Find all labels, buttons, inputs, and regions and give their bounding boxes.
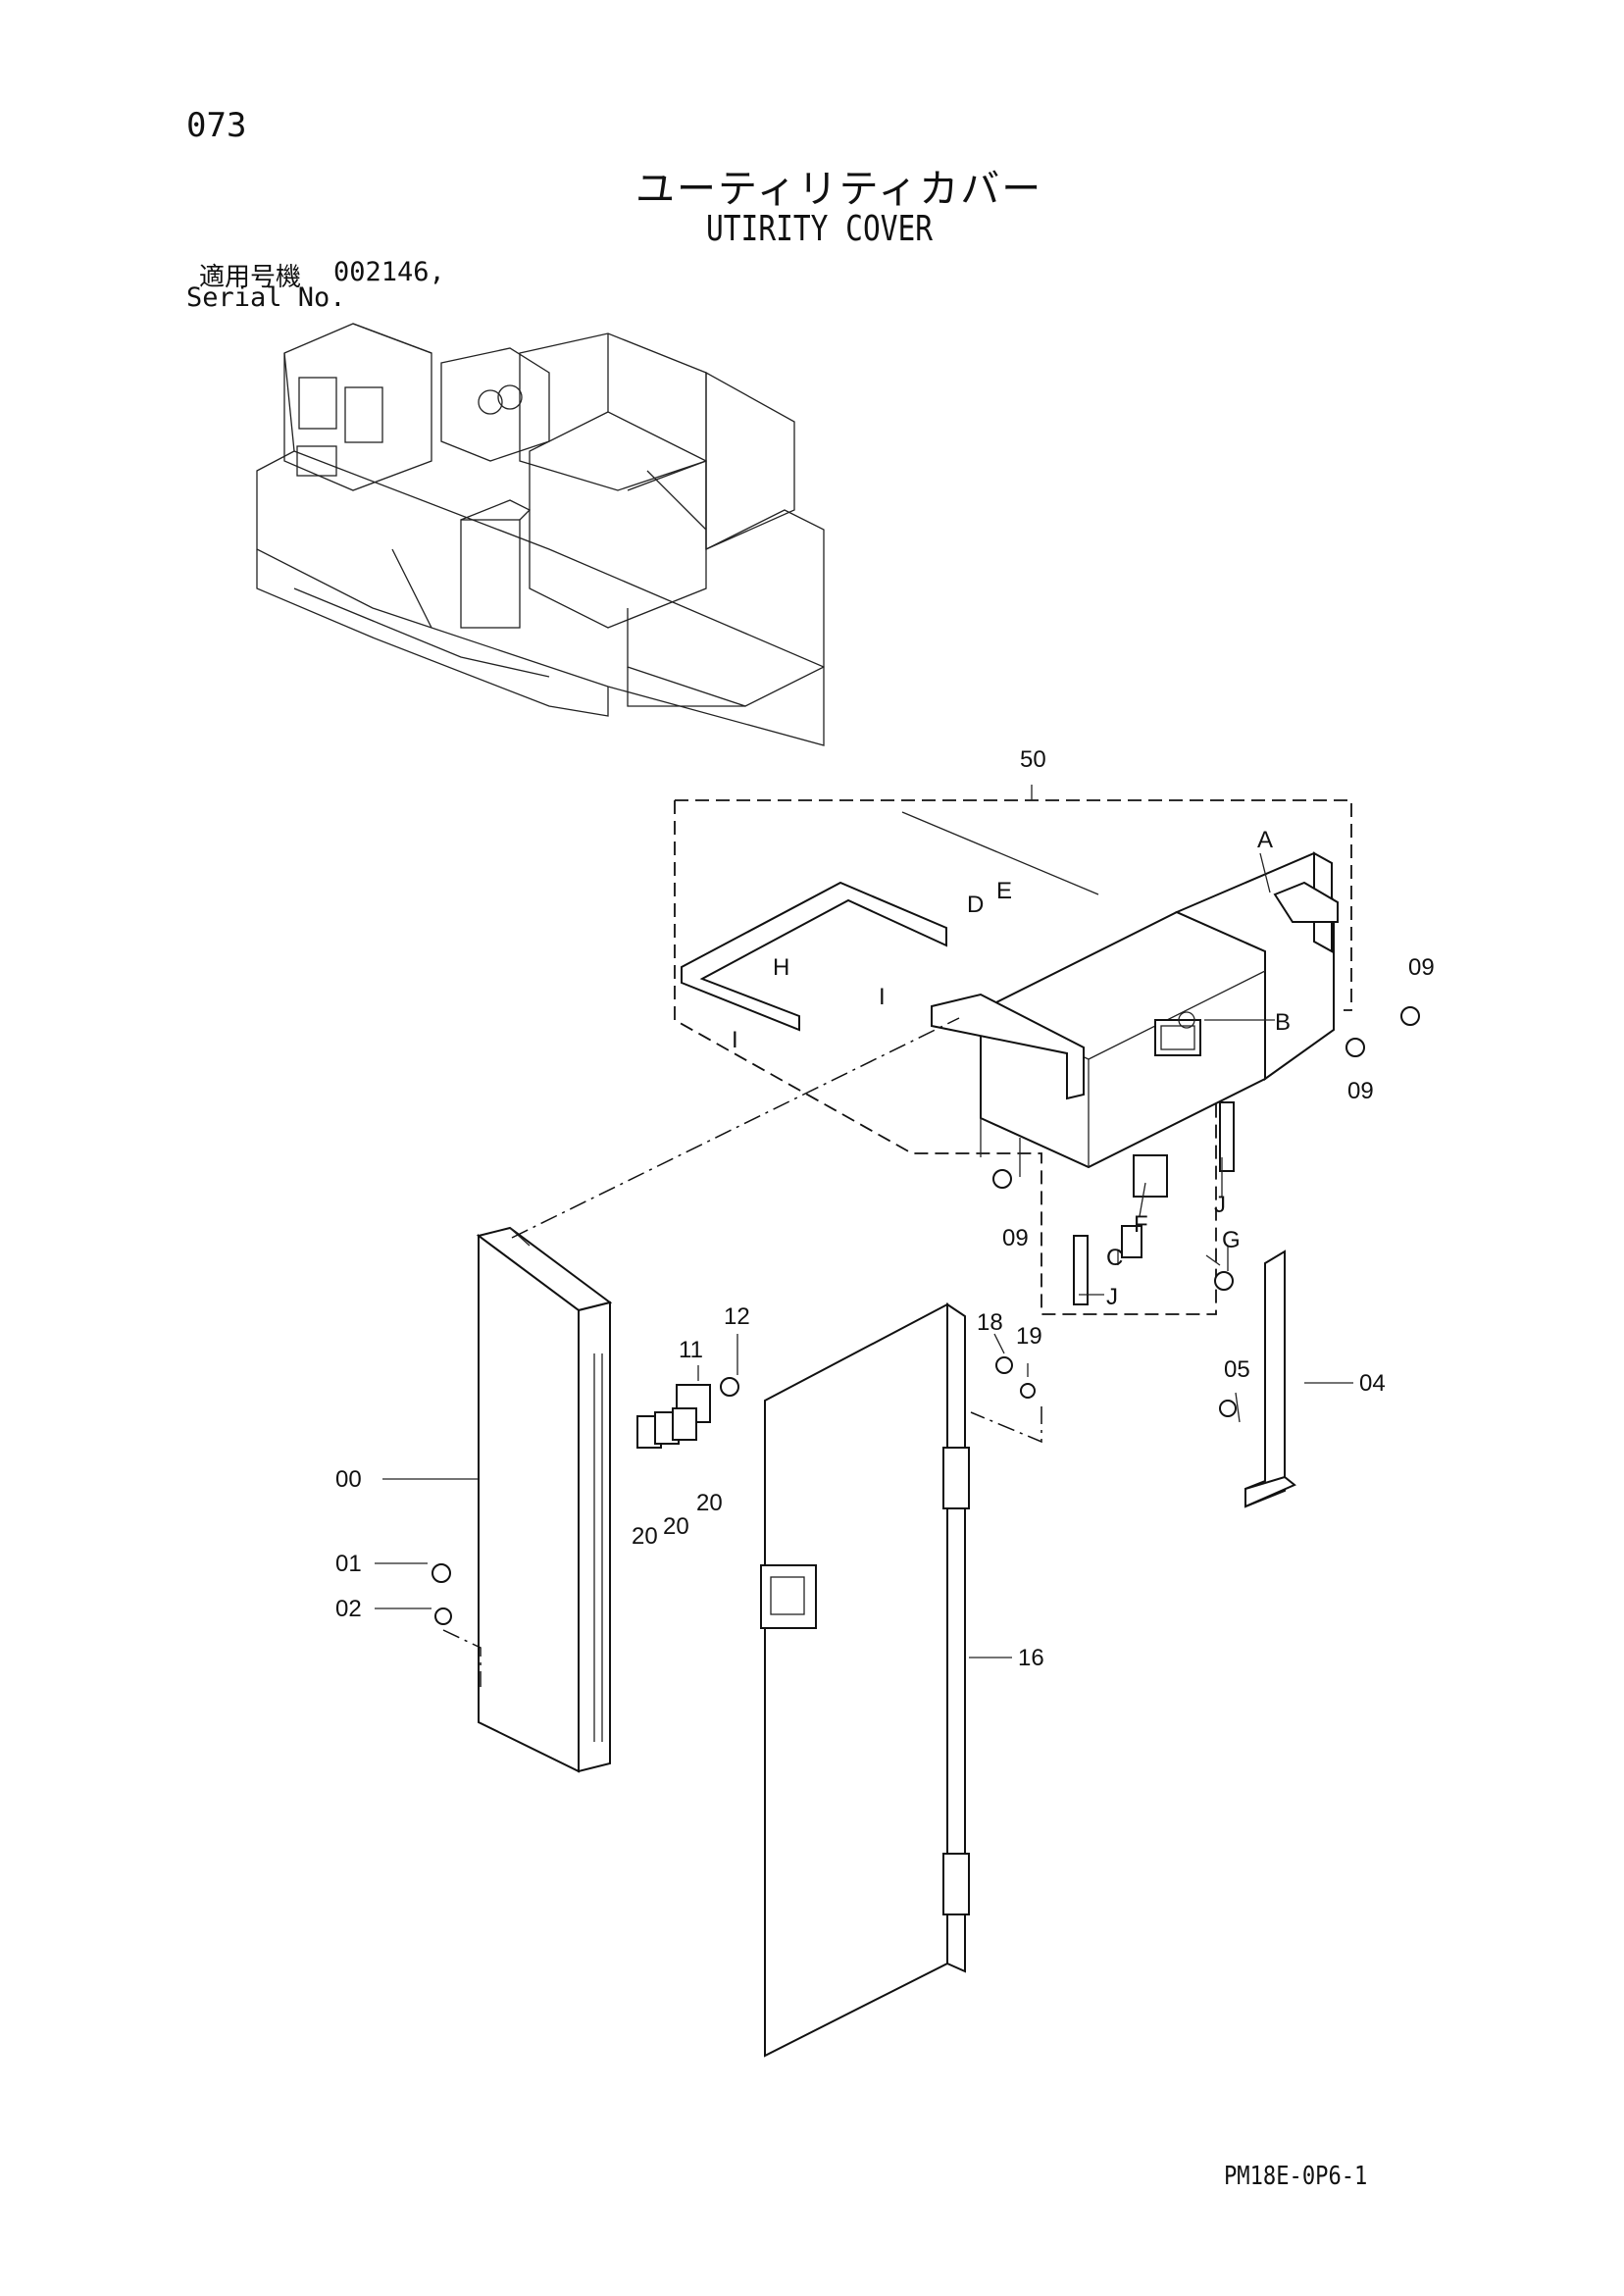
title-english: UTIRITY COVER (706, 209, 934, 249)
callout-18: 18 (977, 1309, 1003, 1336)
serial-number-value: 002146, (333, 257, 445, 287)
callout-g: G (1222, 1227, 1241, 1253)
callout-09-c: 09 (1002, 1225, 1029, 1251)
callout-e: E (996, 878, 1012, 904)
title-japanese: ユーティリティカバー (635, 167, 1043, 212)
serial-label-japanese: 適用号機 (199, 263, 302, 292)
frame-h (681, 811, 1099, 1032)
callout-09-a: 09 (1408, 954, 1435, 981)
callout-11: 11 (679, 1337, 703, 1363)
callout-d: D (967, 892, 984, 918)
callout-i-1: I (879, 984, 886, 1010)
callout-j-2: J (1106, 1284, 1118, 1310)
utility-box-assembly (931, 851, 1339, 1177)
callout-b: B (1275, 1009, 1291, 1036)
callout-05: 05 (1224, 1356, 1250, 1383)
callout-f: F (1134, 1211, 1148, 1238)
callout-20-a: 20 (632, 1523, 658, 1550)
leader-lines (375, 852, 1353, 1687)
small-parts (431, 1006, 1420, 1625)
callout-h: H (773, 954, 789, 981)
callout-16: 16 (1018, 1645, 1044, 1671)
callout-02: 02 (335, 1596, 362, 1622)
callout-12: 12 (724, 1303, 750, 1330)
bracket-04 (1244, 1250, 1296, 1508)
serial-label-english: Serial No. (186, 282, 346, 313)
callout-20-c: 20 (696, 1490, 723, 1516)
callout-01: 01 (335, 1551, 362, 1577)
callout-09-b: 09 (1347, 1078, 1374, 1104)
door-panel-00 (476, 1226, 613, 1773)
callout-labels: 50 A B C D E F G H I I J J 09 09 09 00 0… (335, 746, 1435, 1671)
page-number: 073 (186, 106, 247, 145)
callout-19: 19 (1016, 1323, 1042, 1350)
callout-00: 00 (335, 1466, 362, 1493)
callout-c: C (1106, 1245, 1123, 1271)
callout-j-1: J (1214, 1192, 1226, 1218)
machine-overview-illustration (256, 323, 825, 746)
document-code: PM18E-0P6-1 (1224, 2162, 1368, 2191)
callout-a: A (1257, 827, 1273, 853)
assembly-50-boundary (674, 785, 1352, 1315)
callout-04: 04 (1359, 1370, 1386, 1397)
callout-50: 50 (1020, 746, 1046, 773)
door-panel-16 (760, 1302, 970, 2058)
callout-20-b: 20 (663, 1513, 689, 1540)
callout-i-2: I (732, 1027, 738, 1053)
